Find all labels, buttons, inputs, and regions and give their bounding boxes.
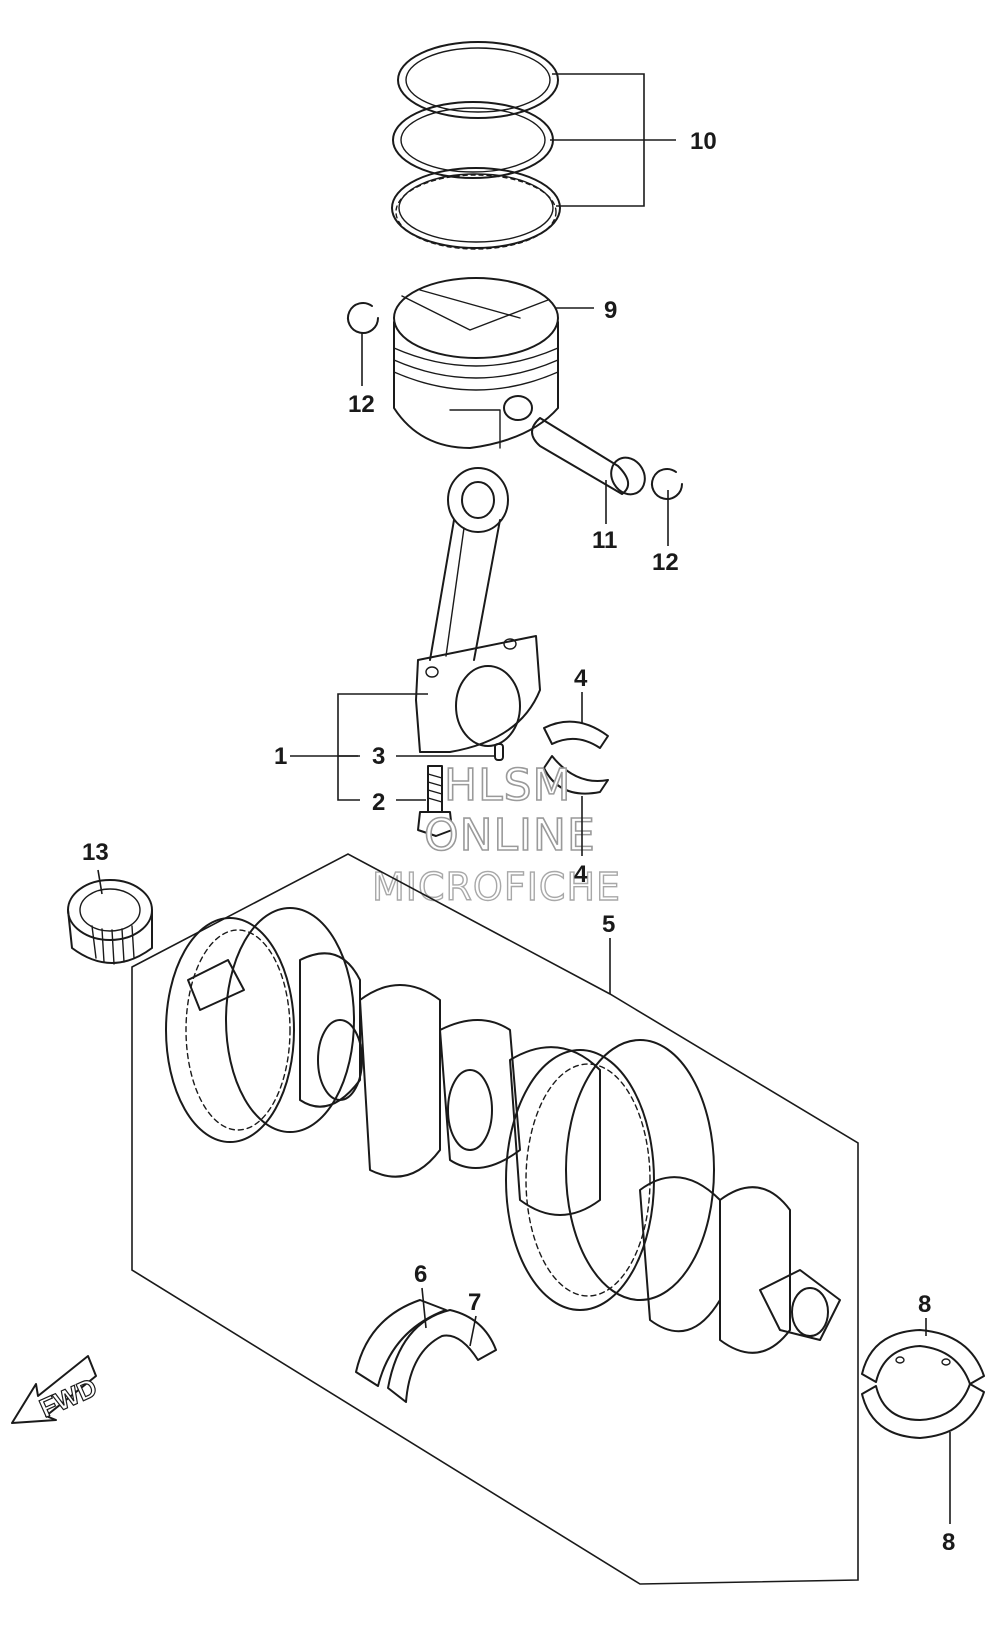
- callout-10: 10: [690, 128, 717, 155]
- callout-8-top: 8: [918, 1291, 931, 1318]
- crankshaft: [165, 907, 841, 1354]
- rod-bolt: [417, 765, 453, 837]
- callout-1: 1: [274, 743, 287, 770]
- circlips: [347, 302, 683, 500]
- crankshaft-box: [131, 853, 859, 1585]
- watermark-line3: MICROFICHE: [372, 865, 621, 909]
- callout-3: 3: [372, 743, 385, 770]
- callout-12-left: 12: [348, 391, 375, 418]
- callout-7: 7: [468, 1289, 481, 1316]
- fwd-label: FWD: [35, 1372, 101, 1423]
- callout-4-top: 4: [574, 665, 588, 692]
- callout-4-bottom: 4: [574, 861, 588, 888]
- watermark-line2: ONLINE: [424, 810, 596, 861]
- watermark: HLSM ONLINE MICROFICHE: [371, 759, 621, 910]
- callout-5: 5: [602, 911, 615, 938]
- callout-8-bottom: 8: [942, 1529, 955, 1556]
- rod-bearings: [543, 720, 609, 795]
- thrust-bearings: [861, 1329, 985, 1439]
- fwd-arrow-icon: FWD: [11, 1355, 102, 1424]
- dowel-pin: [494, 743, 504, 761]
- main-bearings: [355, 1299, 497, 1403]
- piston-pin: [531, 417, 646, 496]
- needle-bearing: [67, 879, 153, 965]
- callout-12-right: 12: [652, 549, 679, 576]
- connecting-rod: [415, 467, 541, 753]
- callout-6: 6: [414, 1261, 427, 1288]
- callout-11: 11: [592, 527, 617, 554]
- piston-rings: [391, 41, 561, 250]
- callout-9: 9: [604, 297, 617, 324]
- callout-13: 13: [82, 839, 109, 866]
- leader-lines: [97, 73, 951, 1524]
- piston: [393, 277, 559, 449]
- callout-labels: 10 9 12 11 12 4 1 3 2 4 13 5 6 7 8 8: [82, 128, 955, 1556]
- callout-2: 2: [372, 789, 385, 816]
- watermark-line1: HLSM: [444, 760, 572, 811]
